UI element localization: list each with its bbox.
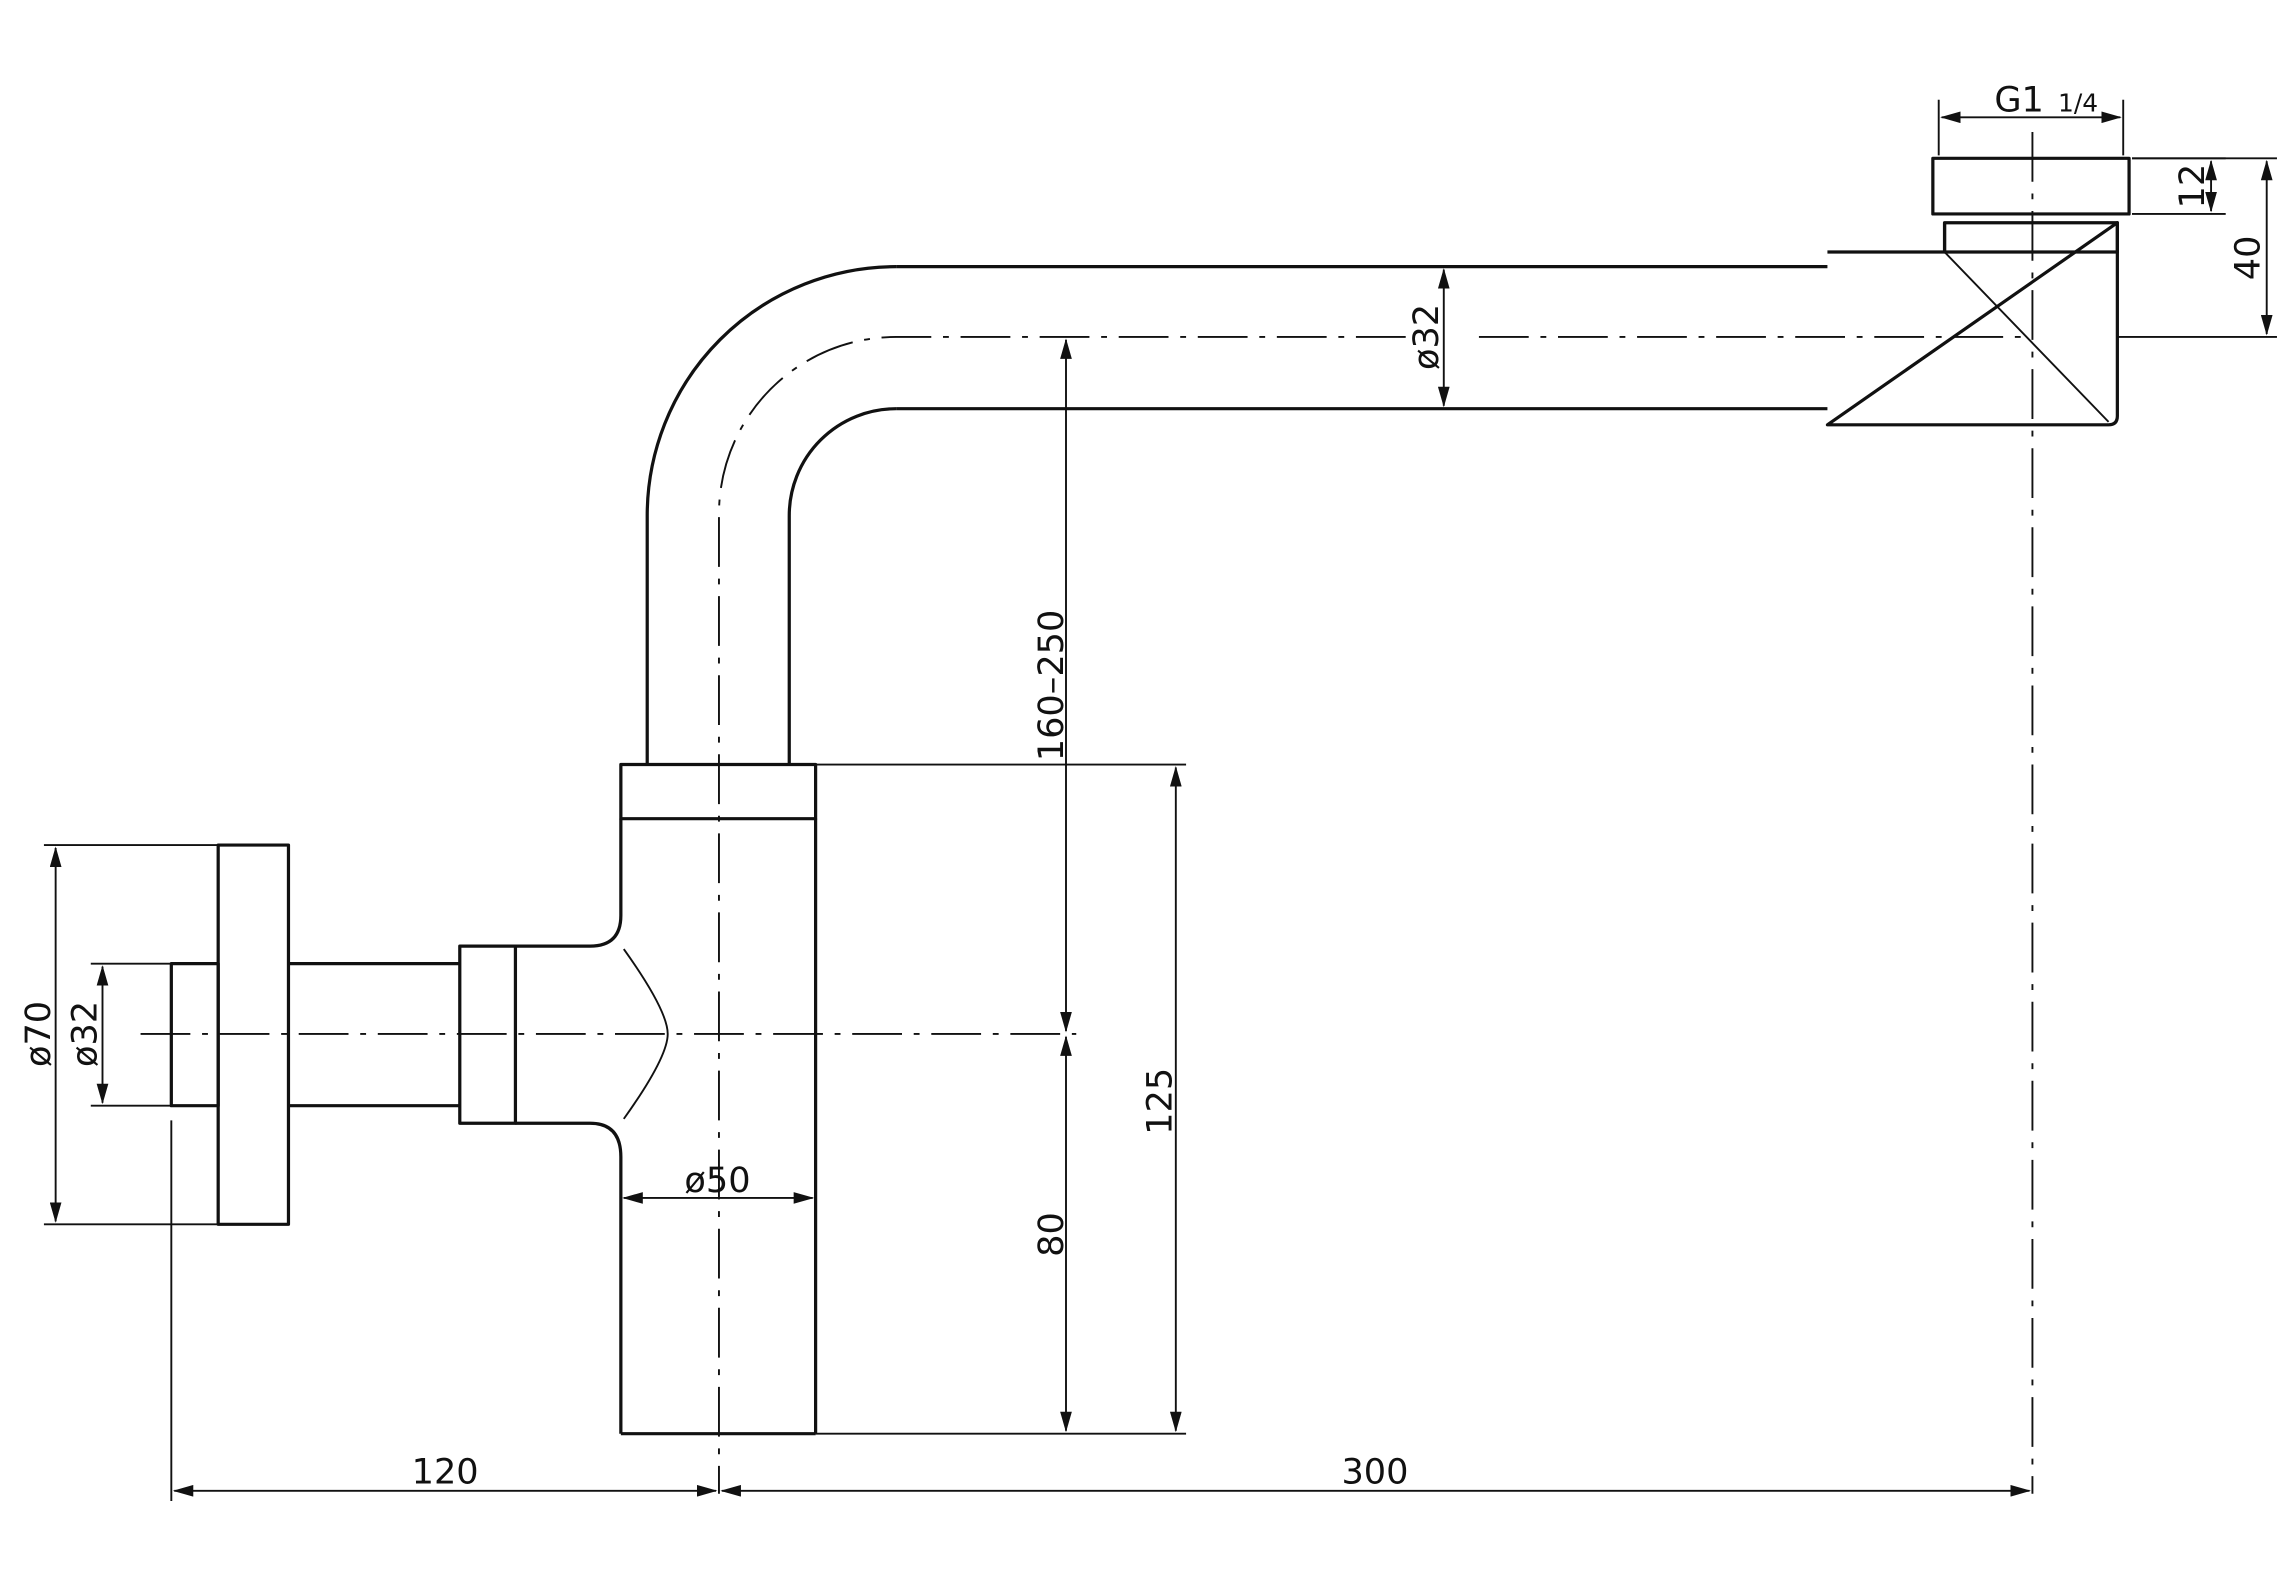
horizontal-length-label: 300 <box>1341 1451 1408 1492</box>
body-diameter-label: ø50 <box>684 1160 750 1201</box>
center-lines <box>140 131 2034 1494</box>
top-cap <box>1931 156 2131 254</box>
cap-height-label: 12 <box>2172 164 2213 209</box>
thread-label: G1 <box>1994 79 2044 120</box>
thread-fraction-label: 1/4 <box>2058 88 2098 117</box>
flange-diameter-label: ø70 <box>18 1001 59 1067</box>
extension-lines <box>43 99 2277 1502</box>
top-elbow-housing <box>1825 221 2119 427</box>
horizontal-pipe <box>645 265 1828 765</box>
svg-text:G1 1/4: G1 1/4 <box>1994 79 2098 120</box>
side-outlet <box>169 843 518 1226</box>
dimension-labels: G1 1/4 12 40 ø32 160–250 80 125 ø50 ø70 … <box>18 79 2269 1492</box>
tube-diameter-top-label: ø32 <box>1406 304 1447 370</box>
trap-body <box>515 762 818 1436</box>
total-height-label: 125 <box>1139 1068 1180 1135</box>
inlet-height-label: 40 <box>2227 236 2268 281</box>
outlet-height-label: 80 <box>1031 1212 1072 1257</box>
dimension-lines <box>49 111 2273 1497</box>
outlet-diameter-label: ø32 <box>65 1001 106 1067</box>
height-range-label: 160–250 <box>1031 610 1072 762</box>
wall-offset-label: 120 <box>412 1451 479 1492</box>
